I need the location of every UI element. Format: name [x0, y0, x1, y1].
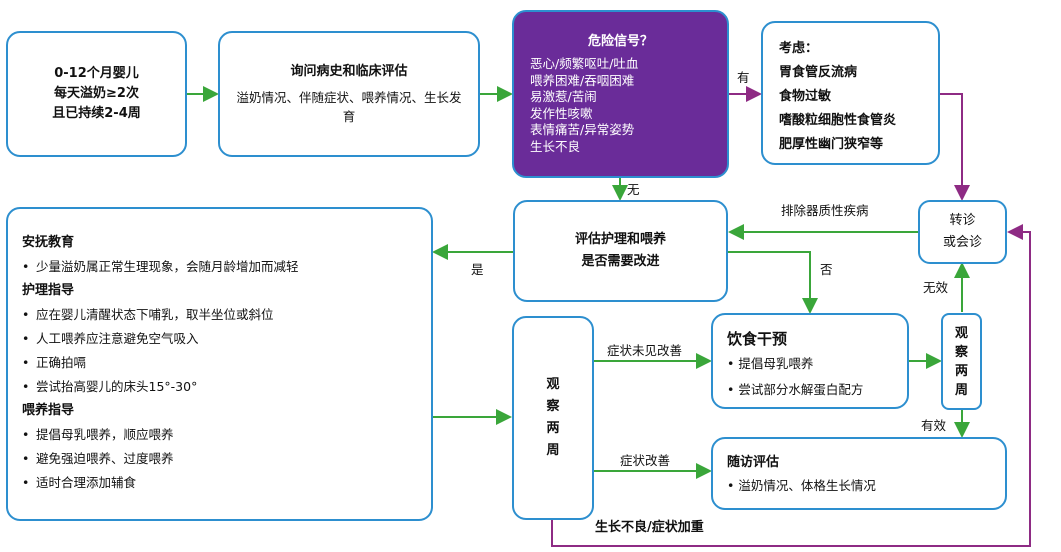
node-assess: 评估护理和喂养 是否需要改进: [513, 200, 728, 302]
observe-char: 周: [546, 443, 560, 458]
education-list: 少量溢奶属正常生理现象，会随月龄增加而减轻: [22, 255, 431, 279]
list-item: 人工喂养应注意避免空气吸入: [22, 327, 431, 351]
node-infant: 0-12个月婴儿 每天溢奶≥2次 且已持续2-4周: [6, 31, 187, 157]
education-section-title: 护理指导: [22, 283, 75, 298]
node-history: 询问病史和临床评估 溢奶情况、伴随症状、喂养情况、生长发育: [218, 31, 480, 157]
education-list: 提倡母乳喂养，顺应喂养 避免强迫喂养、过度喂养 适时合理添加辅食: [22, 423, 431, 495]
list-item: 少量溢奶属正常生理现象，会随月龄增加而减轻: [22, 255, 431, 279]
observe-right-text: 观 察 两 周: [955, 324, 968, 400]
observe-char: 察: [954, 344, 968, 360]
history-body: 溢奶情况、伴随症状、喂养情况、生长发育: [236, 90, 462, 124]
list-item: 提倡母乳喂养，顺应喂养: [22, 423, 431, 447]
followup-title: 随访评估: [727, 455, 780, 470]
diet-item: • 提倡母乳喂养: [727, 356, 814, 371]
observe-char: 周: [954, 382, 968, 398]
node-referral: 转诊 或会诊: [918, 200, 1007, 264]
node-observe-left: 观 察 两 周: [512, 316, 594, 520]
danger-item: 表情痛苦/异常姿势: [530, 122, 635, 137]
danger-item: 发作性咳嗽: [530, 105, 593, 121]
list-item: 避免强迫喂养、过度喂养: [22, 447, 431, 471]
list-item: 应在婴儿清醒状态下哺乳，取半坐位或斜位: [22, 303, 431, 327]
node-diet: 饮食干预 • 提倡母乳喂养 • 尝试部分水解蛋白配方: [711, 313, 909, 409]
assess-line-2: 是否需要改进: [581, 254, 660, 269]
list-item: 正确拍嗝: [22, 351, 431, 375]
observe-char: 观: [954, 325, 968, 341]
observe-left-text: 观 察 两 周: [546, 374, 559, 462]
label-yes-improve: 是: [471, 262, 484, 277]
label-ineffective: 无效: [923, 280, 949, 295]
infant-line-3: 且已持续2-4周: [52, 106, 141, 121]
consider-item: 嗜酸粒细胞性食管炎: [779, 113, 897, 128]
node-observe-right: 观 察 两 周: [941, 313, 982, 410]
observe-char: 观: [546, 377, 560, 392]
danger-item: 喂养困难/吞咽困难: [530, 72, 635, 88]
arrow-consider-referral: [940, 93, 970, 201]
assess-line-1: 评估护理和喂养: [574, 232, 666, 247]
node-followup: 随访评估 • 溢奶情况、体格生长情况: [711, 437, 1007, 510]
label-worse: 生长不良/症状加重: [595, 520, 704, 535]
followup-body: • 溢奶情况、体格生长情况: [727, 478, 876, 493]
list-item: 尝试抬高婴儿的床头15°-30°: [22, 375, 431, 399]
label-effective: 有效: [921, 418, 947, 433]
infant-line-1: 0-12个月婴儿: [54, 66, 139, 81]
diet-item: • 尝试部分水解蛋白配方: [727, 382, 864, 397]
danger-title: 危险信号？: [587, 34, 653, 49]
danger-item: 生长不良: [530, 138, 581, 154]
label-no-improve: 否: [820, 262, 833, 277]
education-section-title: 喂养指导: [22, 403, 75, 418]
referral-line-1: 转诊: [949, 213, 976, 228]
node-consider: 考虑： 胃食管反流病 食物过敏 嗜酸粒细胞性食管炎 肥厚性幽门狭窄等: [761, 21, 940, 165]
education-section-title: 安抚教育: [22, 235, 75, 250]
observe-char: 察: [546, 399, 560, 414]
consider-item: 胃食管反流病: [779, 65, 858, 80]
label-no-danger: 无: [627, 182, 640, 197]
referral-line-2: 或会诊: [942, 235, 982, 250]
arrow-assess-diet: [728, 251, 818, 314]
observe-char: 两: [546, 421, 560, 436]
education-list: 应在婴儿清醒状态下哺乳，取半坐位或斜位 人工喂养应注意避免空气吸入 正确拍嗝 尝…: [22, 303, 431, 399]
consider-title: 考虑：: [779, 41, 819, 56]
history-title: 询问病史和临床评估: [290, 64, 408, 79]
node-danger-signals: 危险信号？ 恶心/频繁呕吐/吐血 喂养困难/吞咽困难 易激惹/苦闹 发作性咳嗽 …: [512, 10, 729, 178]
danger-item: 恶心/频繁呕吐/吐血: [530, 56, 639, 71]
consider-item: 肥厚性幽门狭窄等: [779, 137, 884, 152]
label-yes-danger: 有: [737, 70, 750, 85]
arrow-worse-referral: [551, 224, 1031, 547]
observe-char: 两: [954, 363, 968, 379]
diet-title: 饮食干预: [727, 330, 788, 348]
danger-item: 易激惹/苦闹: [530, 89, 597, 104]
label-improved: 症状改善: [620, 453, 671, 468]
label-not-improved: 症状未见改善: [607, 343, 683, 358]
consider-item: 食物过敏: [779, 89, 832, 104]
label-exclude-organic: 排除器质性疾病: [781, 203, 869, 218]
list-item: 适时合理添加辅食: [22, 471, 431, 495]
node-education: 安抚教育 少量溢奶属正常生理现象，会随月龄增加而减轻 护理指导 应在婴儿清醒状态…: [6, 207, 433, 521]
infant-line-2: 每天溢奶≥2次: [54, 86, 139, 101]
